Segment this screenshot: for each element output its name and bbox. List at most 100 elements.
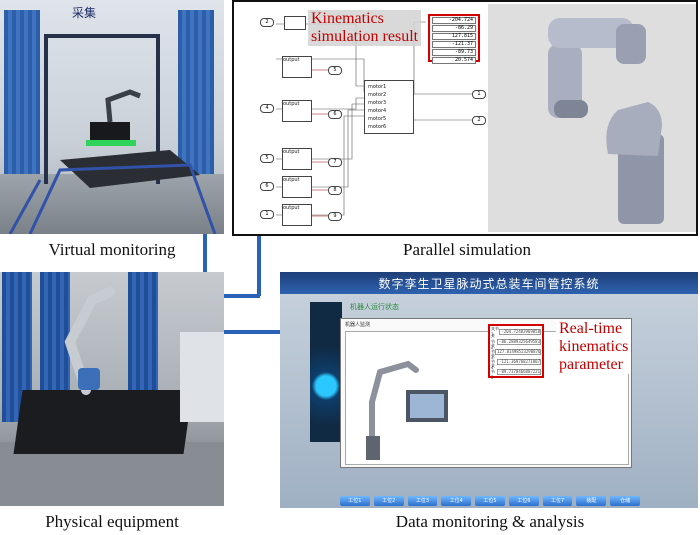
robot-3d-view [488,4,696,232]
outport: 1 [472,90,486,99]
mux-input-label: motor2 [368,92,387,98]
data-monitoring-panel: 数字孪生卫星脉动式总装车间管控系统 机器人运行状态 机器人监测 关节1-204.… [280,272,698,508]
output-block: output [282,176,312,198]
param-label: 关节5 [491,363,495,380]
param-row: 关节2-86.2889325649583 [491,333,541,350]
param-value: -204.72483969858 [499,328,541,335]
param-label: 关节4 [491,353,495,370]
outport: 2 [472,116,486,125]
station-tab[interactable]: 工位6 [508,496,539,506]
gain-block [284,16,306,30]
simulink-model: 2 4 5 6 1 output 5 output 6 output 7 out… [236,4,488,232]
satellite-box [90,122,130,144]
station-tab[interactable]: 工位5 [475,496,505,506]
kinematics-result-label: Kinematics simulation result [308,10,422,46]
input-port: 6 [260,182,274,191]
param-label-line: kinematics [559,338,629,355]
glow-plate [86,140,136,146]
param-label: 关节3 [491,343,495,360]
station-tab[interactable]: 工位1 [340,496,370,506]
virtual-sign: 采集 [72,6,97,20]
output-block: output [282,100,312,122]
kinematics-display-block: -204.724 -86.29 127.815 -121.37 -89.73 2… [428,14,480,64]
robot-shoulder [606,102,662,156]
input-port: 2 [260,18,274,27]
virtual-robot-scene [8,89,217,234]
support-frame [28,163,217,234]
physical-robot-scene [64,287,224,422]
station-tab[interactable]: 工位2 [373,496,404,506]
status-gauge-sidebar [310,302,342,442]
window-title: 机器人监测 [345,322,371,328]
input-port: 1 [260,210,274,219]
curtain [4,10,40,180]
robot-upper-arm [548,44,582,118]
display-value: 20.574 [432,57,476,64]
kinematics-param-box: 关节1-204.72483969858 关节2-86.2889325649583… [488,324,544,380]
robot-joint-cap [78,368,100,390]
param-row: 关节5-89.7370466887221 [491,363,541,380]
block-label: output [283,205,300,211]
mux-input-label: motor1 [368,84,387,90]
param-label-line: parameter [559,356,623,373]
robot-base [618,134,664,224]
mux-input-label: motor5 [368,116,387,122]
parallel-simulation-panel: 2 4 5 6 1 output 5 output 6 output 7 out… [232,0,698,236]
block-label: output [283,57,300,63]
input-port: 4 [260,104,274,113]
teach-pendant-screen [410,394,444,418]
caption-virtual-monitoring: Virtual monitoring [48,240,176,259]
output-block: output [282,56,312,78]
result-label-line: simulation result [311,28,419,45]
kinematics-subsystem-block: motor1 motor2 motor3 motor4 motor5 motor… [364,80,414,134]
block-label: output [283,149,300,155]
station-tab[interactable]: 工位4 [441,496,472,506]
output-block: output [282,204,312,226]
param-value: 127.81498523298876 [495,348,542,355]
monitor-robot-render [366,360,448,460]
station-tab[interactable]: 工位3 [407,496,438,506]
station-tab[interactable]: 工位7 [542,496,573,506]
result-label-line: Kinematics [311,10,384,27]
fixture-table [60,150,200,188]
physical-robot-arm [64,287,115,395]
param-label-line: Real-time [559,320,623,337]
system-header-bar [280,272,698,294]
caption-parallel-simulation: Parallel simulation [403,240,531,259]
mux-input-label: motor6 [368,124,387,130]
param-row: 关节1-204.72483969858 [491,326,541,337]
station-tab[interactable]: 仓储 [610,496,641,506]
output-port: 9 [328,212,342,221]
display-value: -204.724 [432,17,476,24]
output-port: 7 [328,158,342,167]
display-value: -89.73 [432,49,476,56]
physical-equipment-panel [0,272,224,506]
param-label: 关节2 [491,333,495,350]
mux-input-label: motor3 [368,100,387,106]
display-value: 127.815 [432,33,476,40]
system-title: 数字孪生卫星脉动式总装车间管控系统 [378,277,600,291]
station-tab-bar: 工位1 工位2 工位3 工位4 工位5 工位6 工位7 装配 仓储 [340,496,641,506]
virtual-robot-arm [105,89,141,123]
param-value: -89.7370466887221 [497,368,541,375]
gantry-frame [44,34,160,184]
caption-data-monitoring: Data monitoring & analysis [395,512,585,531]
param-label: 关节1 [491,326,499,337]
output-port: 5 [328,66,342,75]
param-value: -86.2889325649583 [497,338,541,345]
realtime-param-label: Real-time kinematics parameter [556,320,632,374]
mux-input-label: motor4 [368,108,387,114]
input-port: 5 [260,154,274,163]
connector-simulation [257,236,261,296]
display-value: -86.29 [432,25,476,32]
caption-physical-equipment: Physical equipment [45,512,179,531]
robot-status-title: 机器人运行状态 [350,303,399,311]
monitor-robot-arm [369,360,419,459]
support-frame [8,179,42,234]
param-row: 关节4-121.369768271807 [491,353,541,370]
station-tab[interactable]: 装配 [576,496,607,506]
connector-virtual-physical [203,234,207,272]
robot-elbow [548,18,634,48]
robot-arm-render [548,18,664,224]
